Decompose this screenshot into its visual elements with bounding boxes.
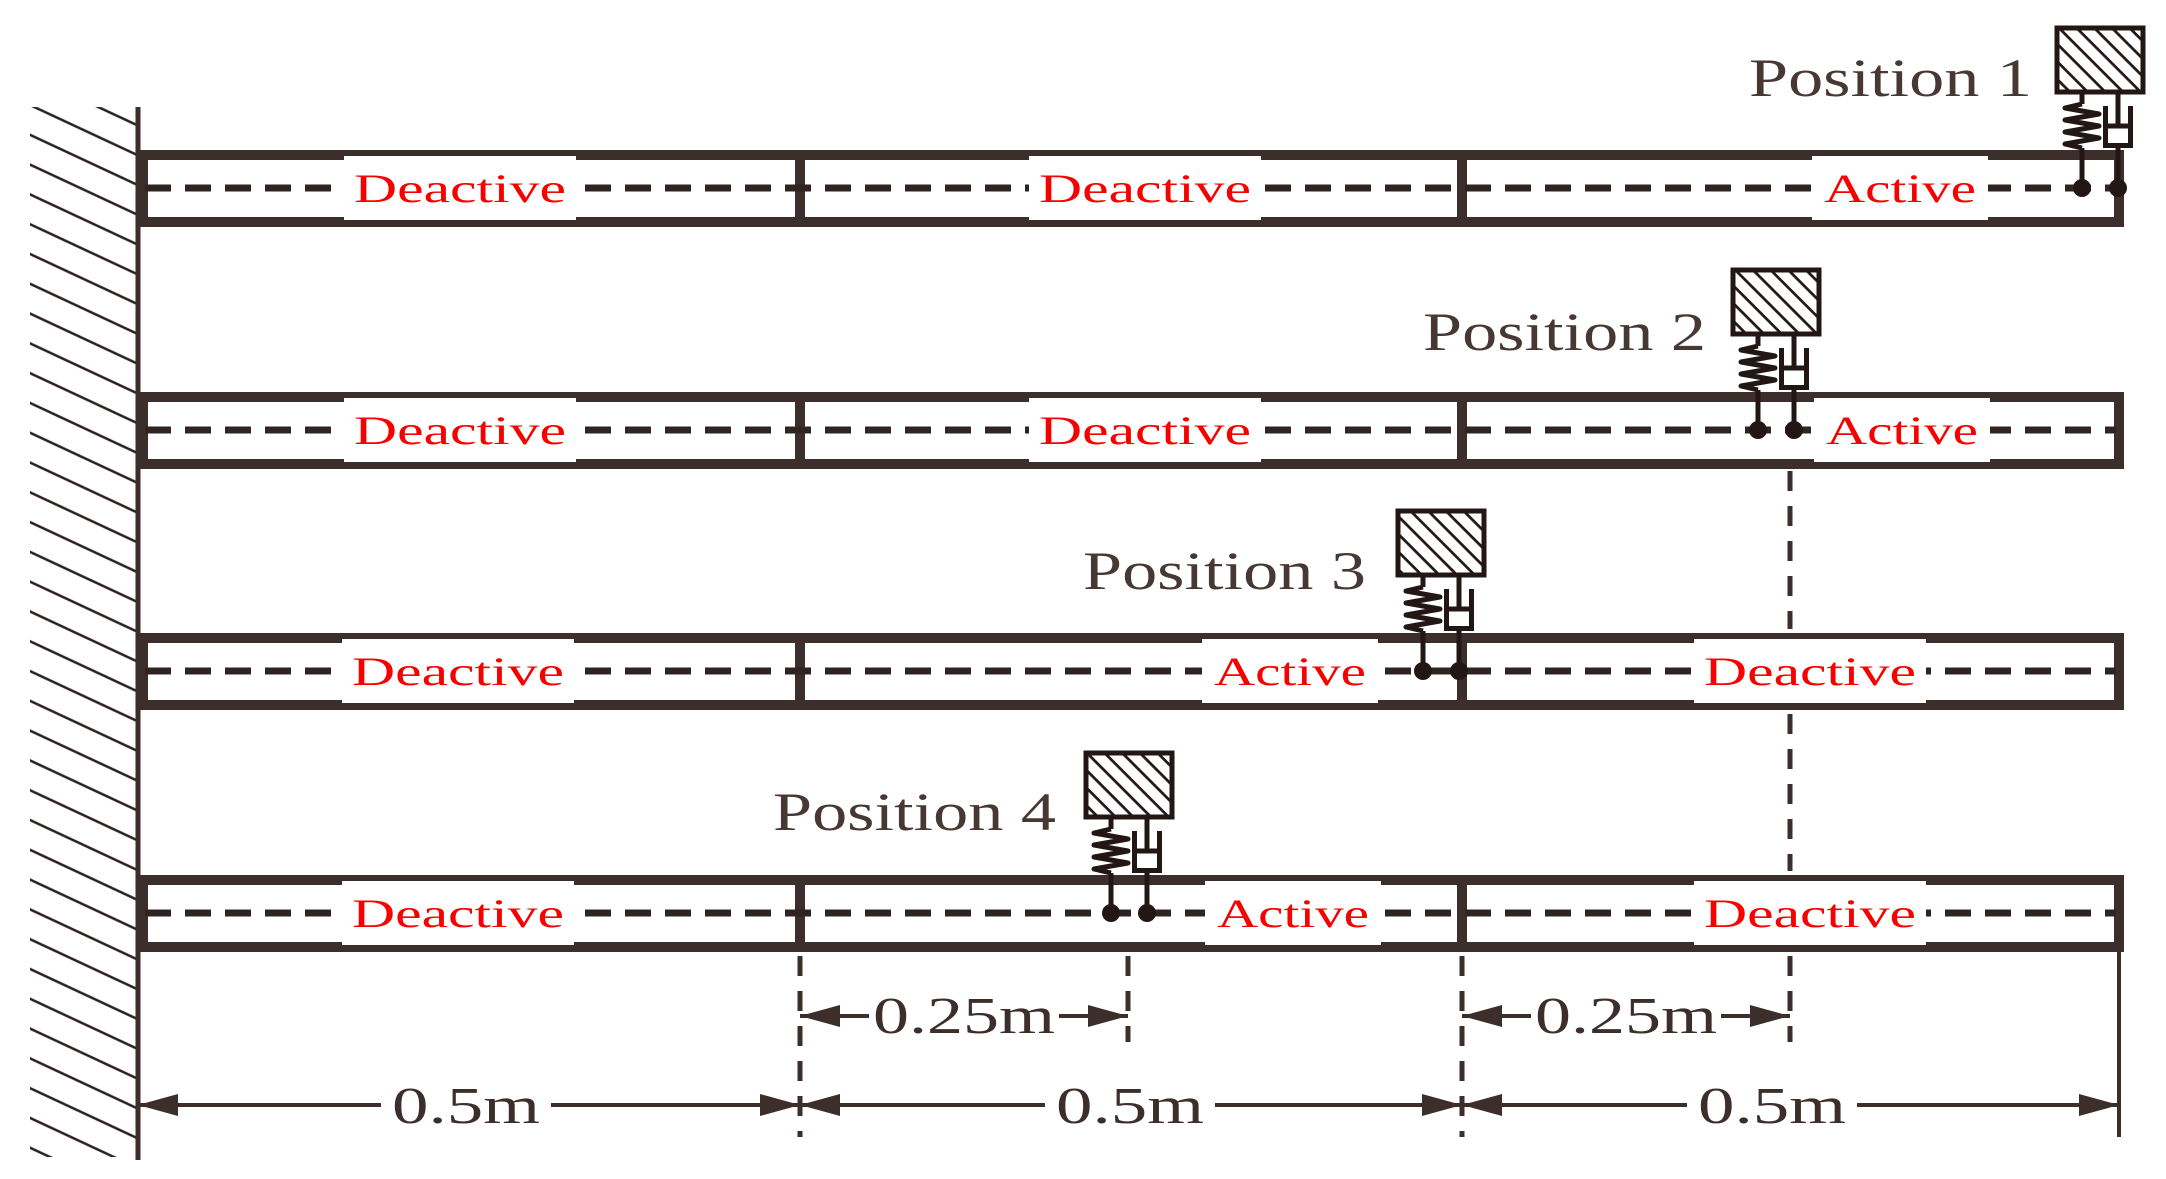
segment-state-label: Deactive	[352, 891, 564, 936]
attachment-node	[1414, 662, 1432, 680]
segment-state-label: Deactive	[354, 408, 566, 453]
segment-state-label: Active	[1217, 891, 1369, 936]
beam-row-4: Deactive Active Deactive	[138, 875, 2124, 952]
attachment-node	[1102, 904, 1120, 922]
segment-state-label: Active	[1826, 408, 1978, 453]
arrow-left-icon	[138, 1094, 178, 1116]
spring-coil-icon	[2062, 101, 2102, 151]
spring-coil-icon	[1091, 826, 1131, 876]
dimension-quarter-left: 0.25m	[800, 987, 1128, 1045]
spring-coil-icon	[1738, 343, 1778, 393]
mass-block	[1083, 750, 1175, 820]
damper-cylinder-icon	[1444, 589, 1474, 631]
wall-hatching	[30, 107, 138, 1157]
segment-state-label: Deactive	[1704, 649, 1916, 694]
spring-coil-icon	[1403, 584, 1443, 634]
absorber-position-3	[1395, 508, 1487, 680]
arrow-right-icon	[1088, 1005, 1128, 1027]
beam-row-2: Deactive Deactive Active	[138, 392, 2124, 469]
arrow-right-icon	[1422, 1094, 1462, 1116]
position-3-label: Position 3	[1083, 541, 1366, 601]
position-2-label: Position 2	[1423, 302, 1706, 362]
attachment-node	[2109, 179, 2127, 197]
fixed-support-wall	[30, 107, 141, 1160]
segment-state-label: Deactive	[354, 166, 566, 211]
arrow-right-icon	[760, 1094, 800, 1116]
dimension-label: 0.5m	[1056, 1078, 1204, 1135]
beam-row-3: Deactive Active Deactive	[138, 633, 2124, 710]
mass-block	[1730, 267, 1822, 337]
position-4-label: Position 4	[773, 782, 1056, 842]
segment-state-label: Deactive	[1704, 891, 1916, 936]
arrow-right-icon	[2079, 1094, 2119, 1116]
arrow-left-icon	[1462, 1094, 1502, 1116]
segment-state-label: Active	[1214, 649, 1366, 694]
attachment-node	[1749, 421, 1767, 439]
absorber-position-1	[2054, 25, 2146, 197]
dimension-label: 0.5m	[1698, 1078, 1846, 1135]
position-1-label: Position 1	[1749, 48, 2032, 108]
arrow-left-icon	[800, 1005, 840, 1027]
beam-row-1: Deactive Deactive Active	[138, 150, 2124, 227]
dimension-label: 0.5m	[392, 1078, 540, 1135]
damper-cylinder-icon	[2103, 106, 2133, 148]
segment-state-label: Deactive	[352, 649, 564, 694]
absorber-position-4	[1083, 750, 1175, 922]
arrow-right-icon	[1750, 1005, 1790, 1027]
segment-state-label: Active	[1824, 166, 1976, 211]
dimension-label: 0.25m	[1535, 988, 1717, 1045]
attachment-node	[2073, 179, 2091, 197]
arrow-left-icon	[1462, 1005, 1502, 1027]
damper-cylinder-icon	[1779, 348, 1809, 390]
attachment-node	[1785, 421, 1803, 439]
attachment-node	[1138, 904, 1156, 922]
dimension-label: 0.25m	[873, 988, 1055, 1045]
attachment-node	[1450, 662, 1468, 680]
arrow-left-icon	[800, 1094, 840, 1116]
dimension-quarter-right: 0.25m	[1462, 987, 1790, 1045]
segment-state-label: Deactive	[1039, 166, 1251, 211]
damper-cylinder-icon	[1132, 831, 1162, 873]
absorber-position-2	[1730, 267, 1822, 439]
mass-block	[2054, 25, 2146, 95]
dimension-half-chain: 0.5m 0.5m 0.5m	[138, 1076, 2119, 1135]
segment-state-label: Deactive	[1039, 408, 1251, 453]
mass-block	[1395, 508, 1487, 578]
